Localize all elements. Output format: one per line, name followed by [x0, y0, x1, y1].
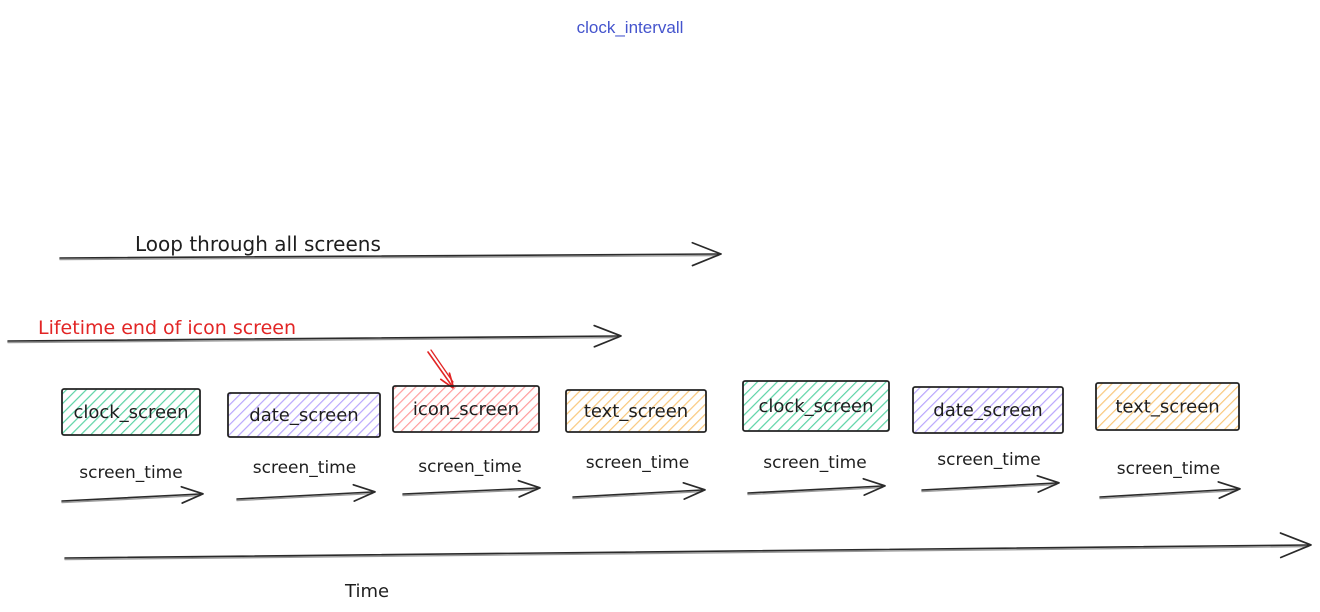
- screen-time-arrow: [236, 483, 376, 502]
- annotation-arrows-layer: [7, 241, 1312, 561]
- clock_screen-box-label: clock_screen: [758, 396, 873, 417]
- icon_screen-box: [392, 385, 540, 433]
- text_screen-box-label: text_screen: [584, 401, 688, 422]
- screen-box-group: clock_screen screen_time: [742, 380, 890, 496]
- screen-box-group: text_screen screen_time: [1095, 382, 1241, 500]
- screen-time-label: screen_time: [79, 463, 182, 483]
- screen-time-label: screen_time: [937, 450, 1040, 470]
- date_screen-box: [227, 392, 381, 438]
- text_screen-box-label: text_screen: [1115, 397, 1219, 418]
- screen-time-arrow: [921, 474, 1060, 493]
- screen-time-arrow: [572, 481, 706, 500]
- date_screen-box-label: date_screen: [933, 400, 1042, 421]
- lifetime-end-arrow: [7, 324, 622, 348]
- clock_screen-box: [742, 380, 890, 432]
- screen-time-label: screen_time: [418, 457, 521, 477]
- screen-time-label: screen_time: [763, 453, 866, 473]
- screen-time-arrow: [402, 479, 541, 498]
- text_screen-box: [565, 389, 707, 433]
- clock_screen-box-label: clock_screen: [73, 402, 188, 423]
- screen-time-label: screen_time: [253, 458, 356, 478]
- date_screen-box-label: date_screen: [249, 405, 358, 426]
- time-axis-label: Time: [344, 581, 389, 602]
- icon_screen-box-label: icon_screen: [413, 399, 519, 420]
- screen-time-arrow: [61, 485, 204, 504]
- icon-screen-pointer-arrow: [427, 349, 455, 390]
- screen-box-group: date_screen screen_time: [227, 392, 381, 502]
- screen-box-group: icon_screen screen_time: [392, 385, 541, 498]
- screen-time-arrow: [1099, 481, 1241, 500]
- clock_screen-box: [61, 388, 201, 436]
- screen-box-group: date_screen screen_time: [912, 386, 1064, 493]
- loop-through-screens-arrow: [59, 241, 722, 267]
- screen-time-label: screen_time: [1117, 459, 1220, 479]
- date_screen-box: [912, 386, 1064, 434]
- screen-boxes-layer: clock_screen screen_time date_screenscreen…: [61, 380, 1241, 504]
- lifetime-end-label: Lifetime end of icon screen: [38, 317, 296, 339]
- time-axis-arrow: [64, 532, 1312, 561]
- screen-box-group: text_screen screen_time: [565, 389, 707, 500]
- screen-time-label: screen_time: [586, 453, 689, 473]
- diagram-title: clock_intervall: [577, 18, 684, 37]
- text_screen-box: [1095, 382, 1240, 431]
- screen-time-arrow: [747, 477, 886, 496]
- loop-arrow-label: Loop through all screens: [135, 232, 381, 256]
- screen-box-group: clock_screen screen_time: [61, 388, 204, 504]
